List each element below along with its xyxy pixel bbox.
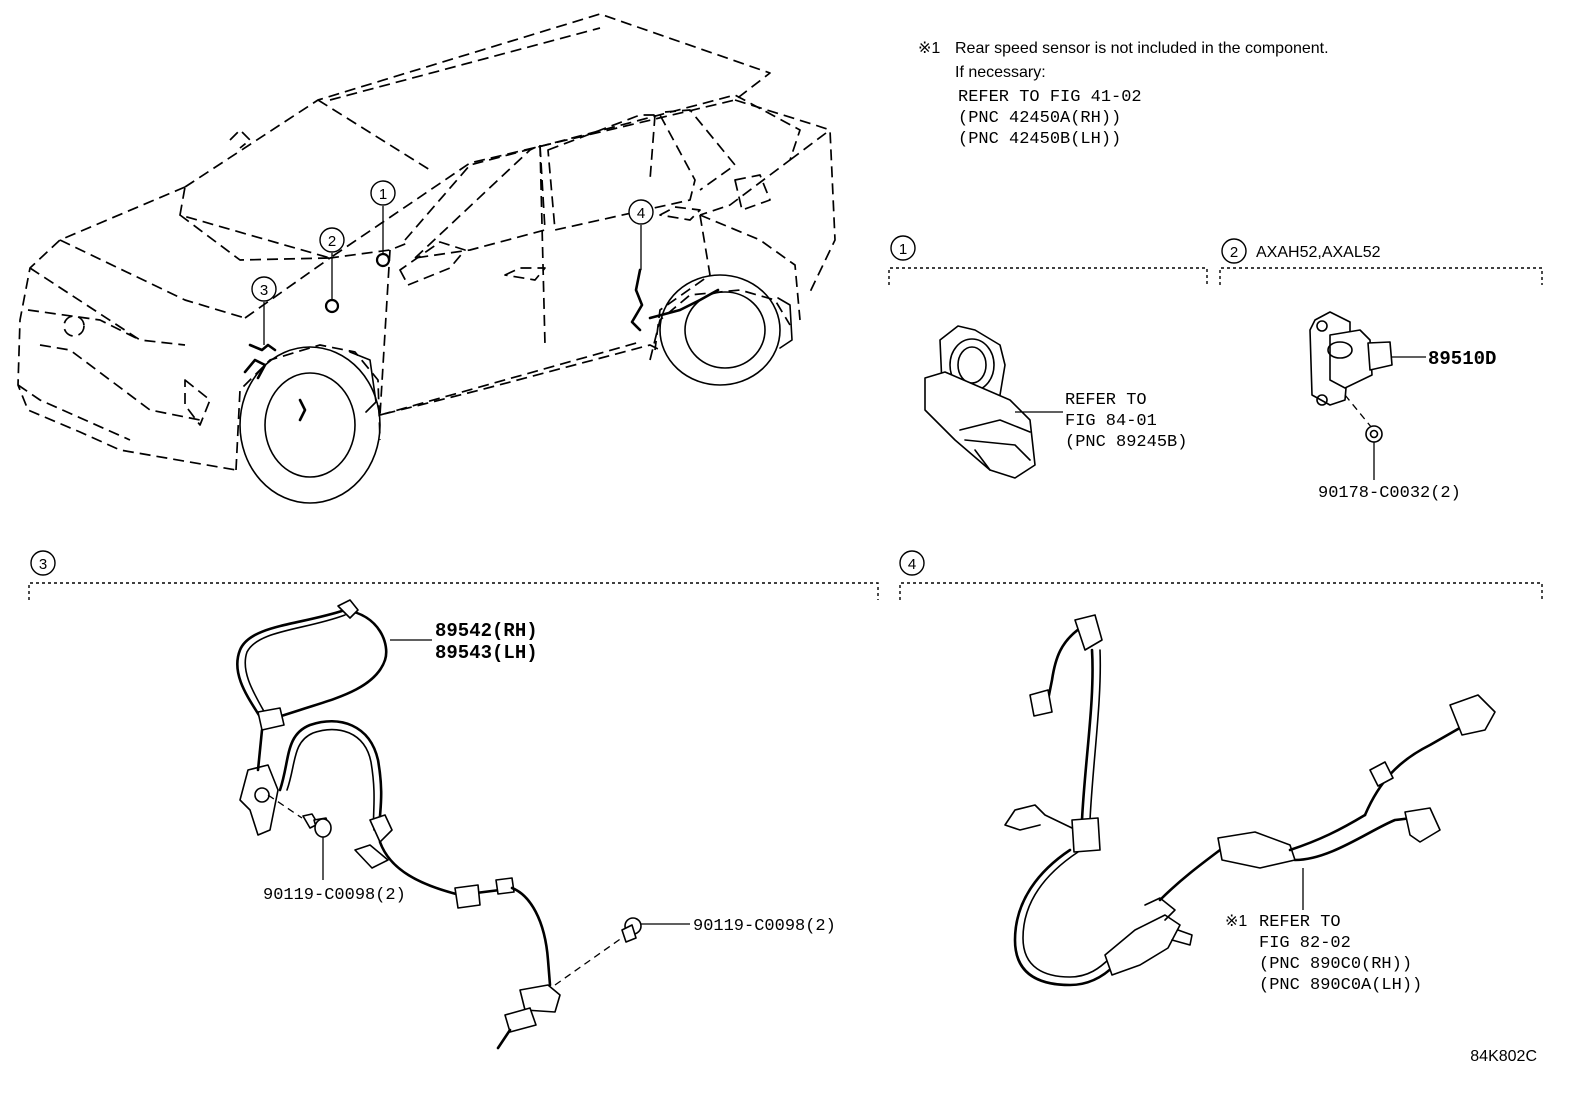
figure-code: 84K802C: [1470, 1048, 1537, 1065]
callout-4: 4: [628, 199, 654, 225]
section-1: 1 REFER TO FIG 84-01 (PNC 89245B): [888, 235, 1208, 479]
section-2-badge: [1221, 238, 1247, 264]
note-line-5: (PNC 42450B(LH)): [958, 130, 1121, 149]
front-speed-sensor-part: [235, 599, 561, 1050]
rear-sensor-note: ※1 Rear speed sensor is not included in …: [918, 40, 1329, 149]
svg-text:2: 2: [1230, 244, 1238, 261]
part-89510D: 89510D: [1428, 348, 1496, 370]
section-1-bracket: [888, 267, 1208, 285]
svg-text:1: 1: [899, 241, 907, 258]
section-3-bracket: [28, 582, 879, 600]
steering-sensor-part: [924, 325, 1036, 479]
note-line-4: (PNC 42450A(RH)): [958, 109, 1121, 128]
section-3-badge: [30, 550, 56, 576]
note-line-2: If necessary:: [955, 64, 1046, 81]
svg-text:3: 3: [39, 556, 47, 573]
section-4-marker: ※1: [1225, 913, 1247, 930]
svg-text:4: 4: [908, 556, 916, 573]
section-3: 3 89542(RH) 89543(LH): [28, 550, 879, 1050]
section-2-bracket: [1219, 267, 1543, 285]
section-1-ref-line-3: (PNC 89245B): [1065, 433, 1187, 452]
bolt-b-label: 90119-C0098(2): [693, 917, 836, 936]
note-marker: ※1: [918, 40, 940, 57]
section-4: 4 ※1 REFER TO FIG 82-02: [899, 550, 1543, 995]
section-4-ref-line-2: FIG 82-02: [1259, 934, 1351, 953]
svg-text:1: 1: [379, 186, 387, 203]
svg-text:2: 2: [328, 233, 336, 250]
section-4-ref-line-1: REFER TO: [1259, 913, 1341, 932]
bolt-a-label: 90119-C0098(2): [263, 886, 406, 905]
section-1-ref-line-2: FIG 84-01: [1065, 412, 1157, 431]
fastener-90178-C0032: 90178-C0032(2): [1318, 484, 1461, 503]
part-89542-rh: 89542(RH): [435, 620, 538, 642]
rear-harness-part: [1004, 614, 1496, 987]
note-line-3: REFER TO FIG 41-02: [958, 88, 1142, 107]
section-2: 2 AXAH52,AXAL52 89510D 90178-C0032(2): [1219, 238, 1543, 503]
svg-text:3: 3: [260, 282, 268, 299]
bolt-b-part: [621, 917, 642, 943]
section-1-badge: [890, 235, 916, 261]
section-4-bracket: [899, 582, 1543, 600]
callout-1: 1: [370, 180, 396, 206]
section-4-badge: [899, 550, 925, 576]
nut-part: [1365, 425, 1383, 443]
part-89543-lh: 89543(LH): [435, 642, 538, 664]
section-4-ref-line-3: (PNC 890C0(RH)): [1259, 955, 1412, 974]
bolt-a-part: [302, 813, 332, 838]
section-2-models: AXAH52,AXAL52: [1256, 244, 1381, 261]
note-line-1: Rear speed sensor is not included in the…: [955, 40, 1329, 57]
svg-text:4: 4: [637, 205, 645, 222]
section-4-ref-line-4: (PNC 890C0A(LH)): [1259, 976, 1422, 995]
section-1-ref-line-1: REFER TO: [1065, 391, 1147, 410]
vehicle-illustration: [17, 13, 836, 504]
callout-3: 3: [251, 276, 277, 302]
callout-2: 2: [319, 227, 345, 253]
yaw-rate-sensor-part: [1309, 311, 1393, 406]
